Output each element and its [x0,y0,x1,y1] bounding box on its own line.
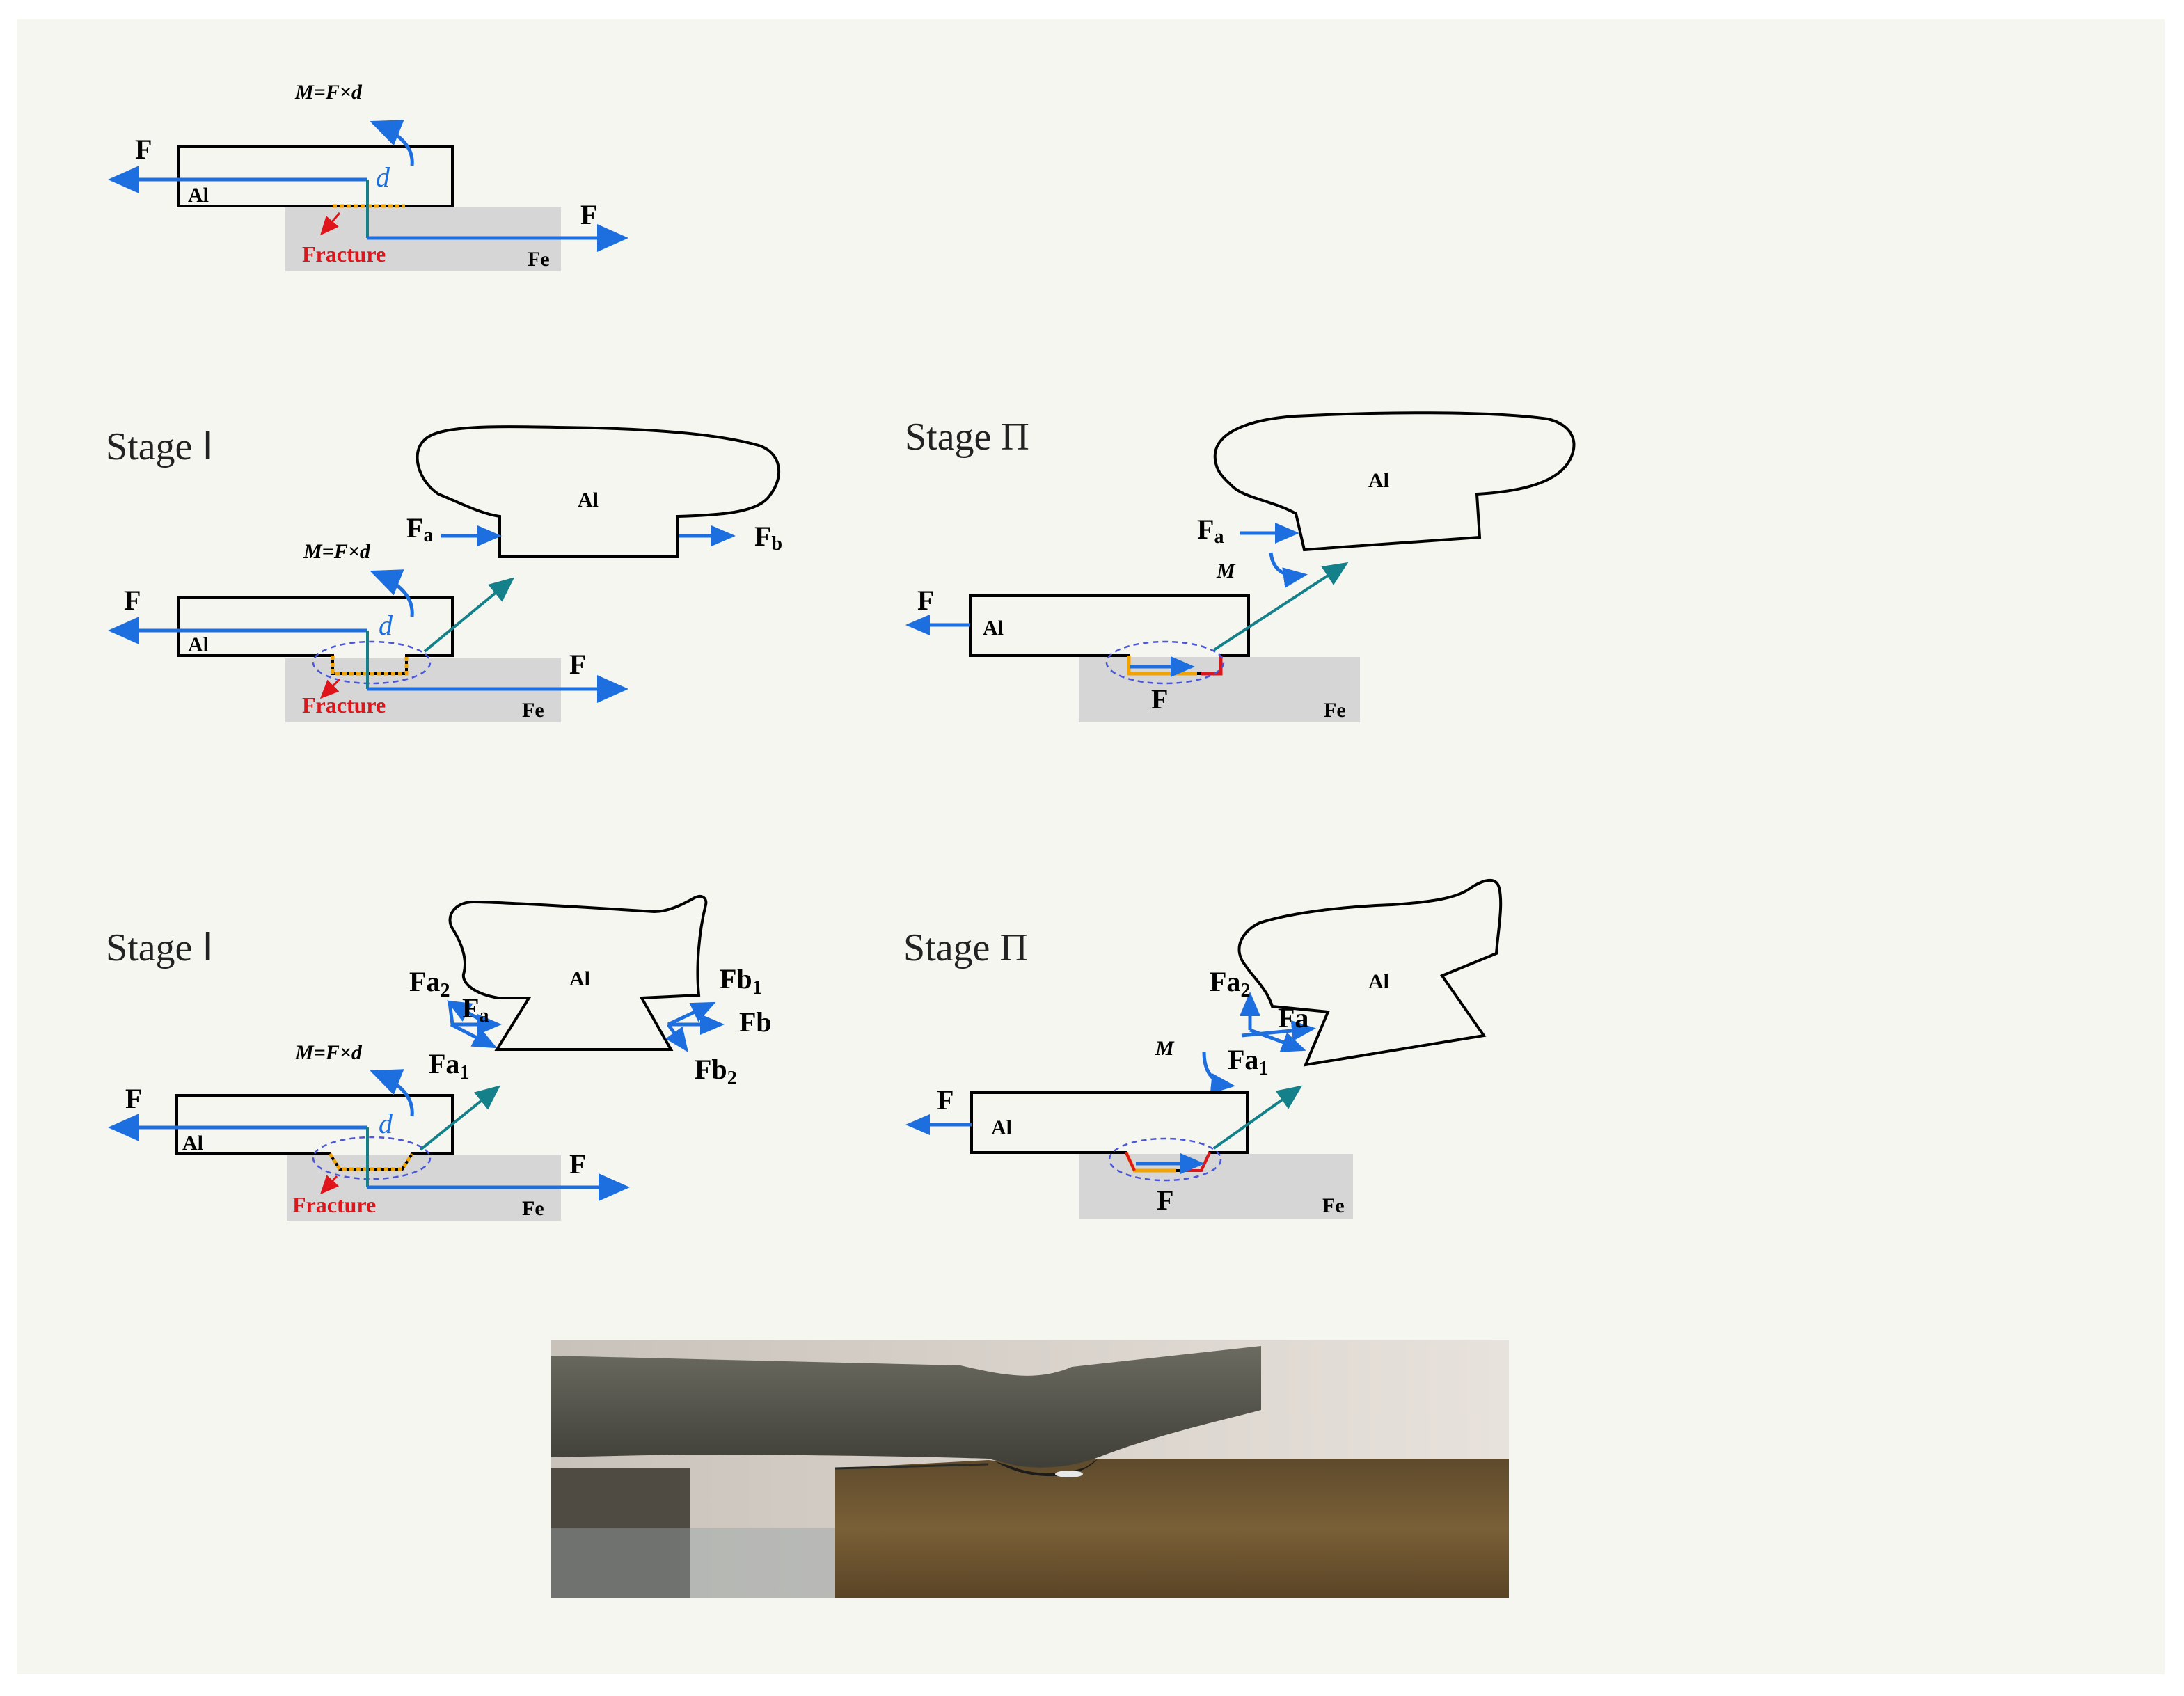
fa2-label: Fa2 [1210,966,1250,1001]
resultant-arrow [1212,562,1349,651]
al-plate [177,145,454,207]
highlight-ellipse [312,640,432,685]
resultant-arrow [1212,1085,1303,1150]
fa1-arrow [450,1022,498,1049]
fractured-joint-photo [551,1340,1509,1598]
fa1-arrow [1249,1028,1306,1052]
al-plate-photo [551,1346,1261,1468]
fb-label: Fb [739,1006,772,1038]
d-label: d [376,161,390,193]
force-right-label: F [569,649,586,680]
stage-title: Stage Π [905,415,1029,459]
force-left-label: F [125,1083,142,1114]
al-label: Al [991,1116,1012,1139]
al-top-piece [1237,879,1503,1067]
force-left-label: F [124,585,141,616]
fb1-arrow [667,1001,716,1027]
fracture-label: Fracture [302,241,386,267]
left-support [551,1468,690,1598]
al-top-label: Al [569,967,590,990]
stage-title: Stage Π [903,926,1028,969]
moment-arrow [370,569,414,617]
fb2-arrow [665,1023,688,1053]
force-left-label: F [135,134,152,165]
panel-c-stage2: Stage Π Al Fa2 Fa Fa1 M F Al F Fe [903,879,1503,1219]
interface-line [331,656,409,676]
interface-seam [834,1463,989,1470]
al-top-piece [1213,411,1576,552]
fracture-arrow [319,678,341,699]
al-label: Al [182,1132,203,1155]
al-label: Al [188,184,209,207]
al-label: Al [188,633,209,656]
fracture-highlight [1055,1471,1083,1477]
al-label: Al [983,617,1004,640]
fb1-label: Fb1 [720,963,762,999]
resultant-arrow [423,577,515,653]
fa2-label: Fa2 [409,966,450,1001]
fe-label: Fe [1322,1194,1345,1217]
fe-label: Fe [1324,699,1346,722]
highlight-ellipse [1105,640,1225,685]
force-left-label: F [937,1084,953,1116]
fa-label: Fa [1197,514,1224,548]
fe-label: Fe [522,1197,544,1220]
fe-label: Fe [528,248,550,271]
force-right-label: F [580,199,597,230]
panel-b-stage1: Stage Ⅰ Al Fa Fb M=F×d F Al d F Fracture… [106,425,782,722]
moment-label: M=F×d [303,540,371,563]
fb-label: Fb [754,521,782,555]
fa-label: Fa [406,512,433,546]
m-label: M [1155,1037,1175,1060]
fracture-label: Fracture [292,1192,376,1217]
fracture-line [1201,656,1223,676]
al-top-label: Al [1368,970,1389,993]
force-left-label: F [917,585,934,616]
al-top-label: Al [1368,469,1389,492]
fe-plate [1079,1154,1353,1219]
fa-arrow [1241,1020,1316,1041]
al-top-piece [448,894,708,1051]
highlight-ellipse [312,1136,432,1180]
fracture-arrow [320,212,341,236]
al-plate [175,1094,454,1171]
steel-plate-photo [835,1459,1509,1598]
d-label: d [379,1108,393,1139]
fa-label: Fa [1278,1002,1308,1033]
fe-label: Fe [522,699,544,722]
fracture-arrow [319,1175,340,1195]
fb2-label: Fb2 [695,1054,737,1089]
fa1-label: Fa1 [1228,1044,1268,1079]
stage-title: Stage Ⅰ [106,926,214,969]
fracture-label: Fracture [302,692,386,718]
stage-title: Stage Ⅰ [106,425,214,468]
moment-arrow [370,120,414,166]
moment-label: M=F×d [294,1041,363,1064]
d-label: d [379,610,393,641]
moment-label: M=F×d [294,81,363,104]
force-bottom-label: F [1151,683,1168,715]
resultant-arrow [419,1085,501,1151]
highlight-ellipse [1108,1137,1222,1182]
al-top-piece [416,425,780,558]
force-right-label: F [569,1148,586,1180]
fa1-label: Fa1 [429,1048,469,1084]
fa-label: Fa [462,992,489,1027]
moment-arrow [1202,1052,1235,1094]
m-label: M [1216,560,1236,582]
moment-arrow [370,1069,414,1117]
panel-b-stage2: Stage Π Al Fa M F Al F Fe [905,411,1576,722]
force-bottom-label: F [1157,1184,1173,1216]
interface-line [328,1152,414,1171]
al-top-label: Al [578,489,599,512]
moment-arrow [1269,552,1308,588]
panel-c-stage1: Stage Ⅰ Al Fa2 Fa Fa1 Fb1 Fb Fb2 [106,894,772,1221]
panel-a: M=F×d F Al d F Fracture Fe [108,81,628,271]
